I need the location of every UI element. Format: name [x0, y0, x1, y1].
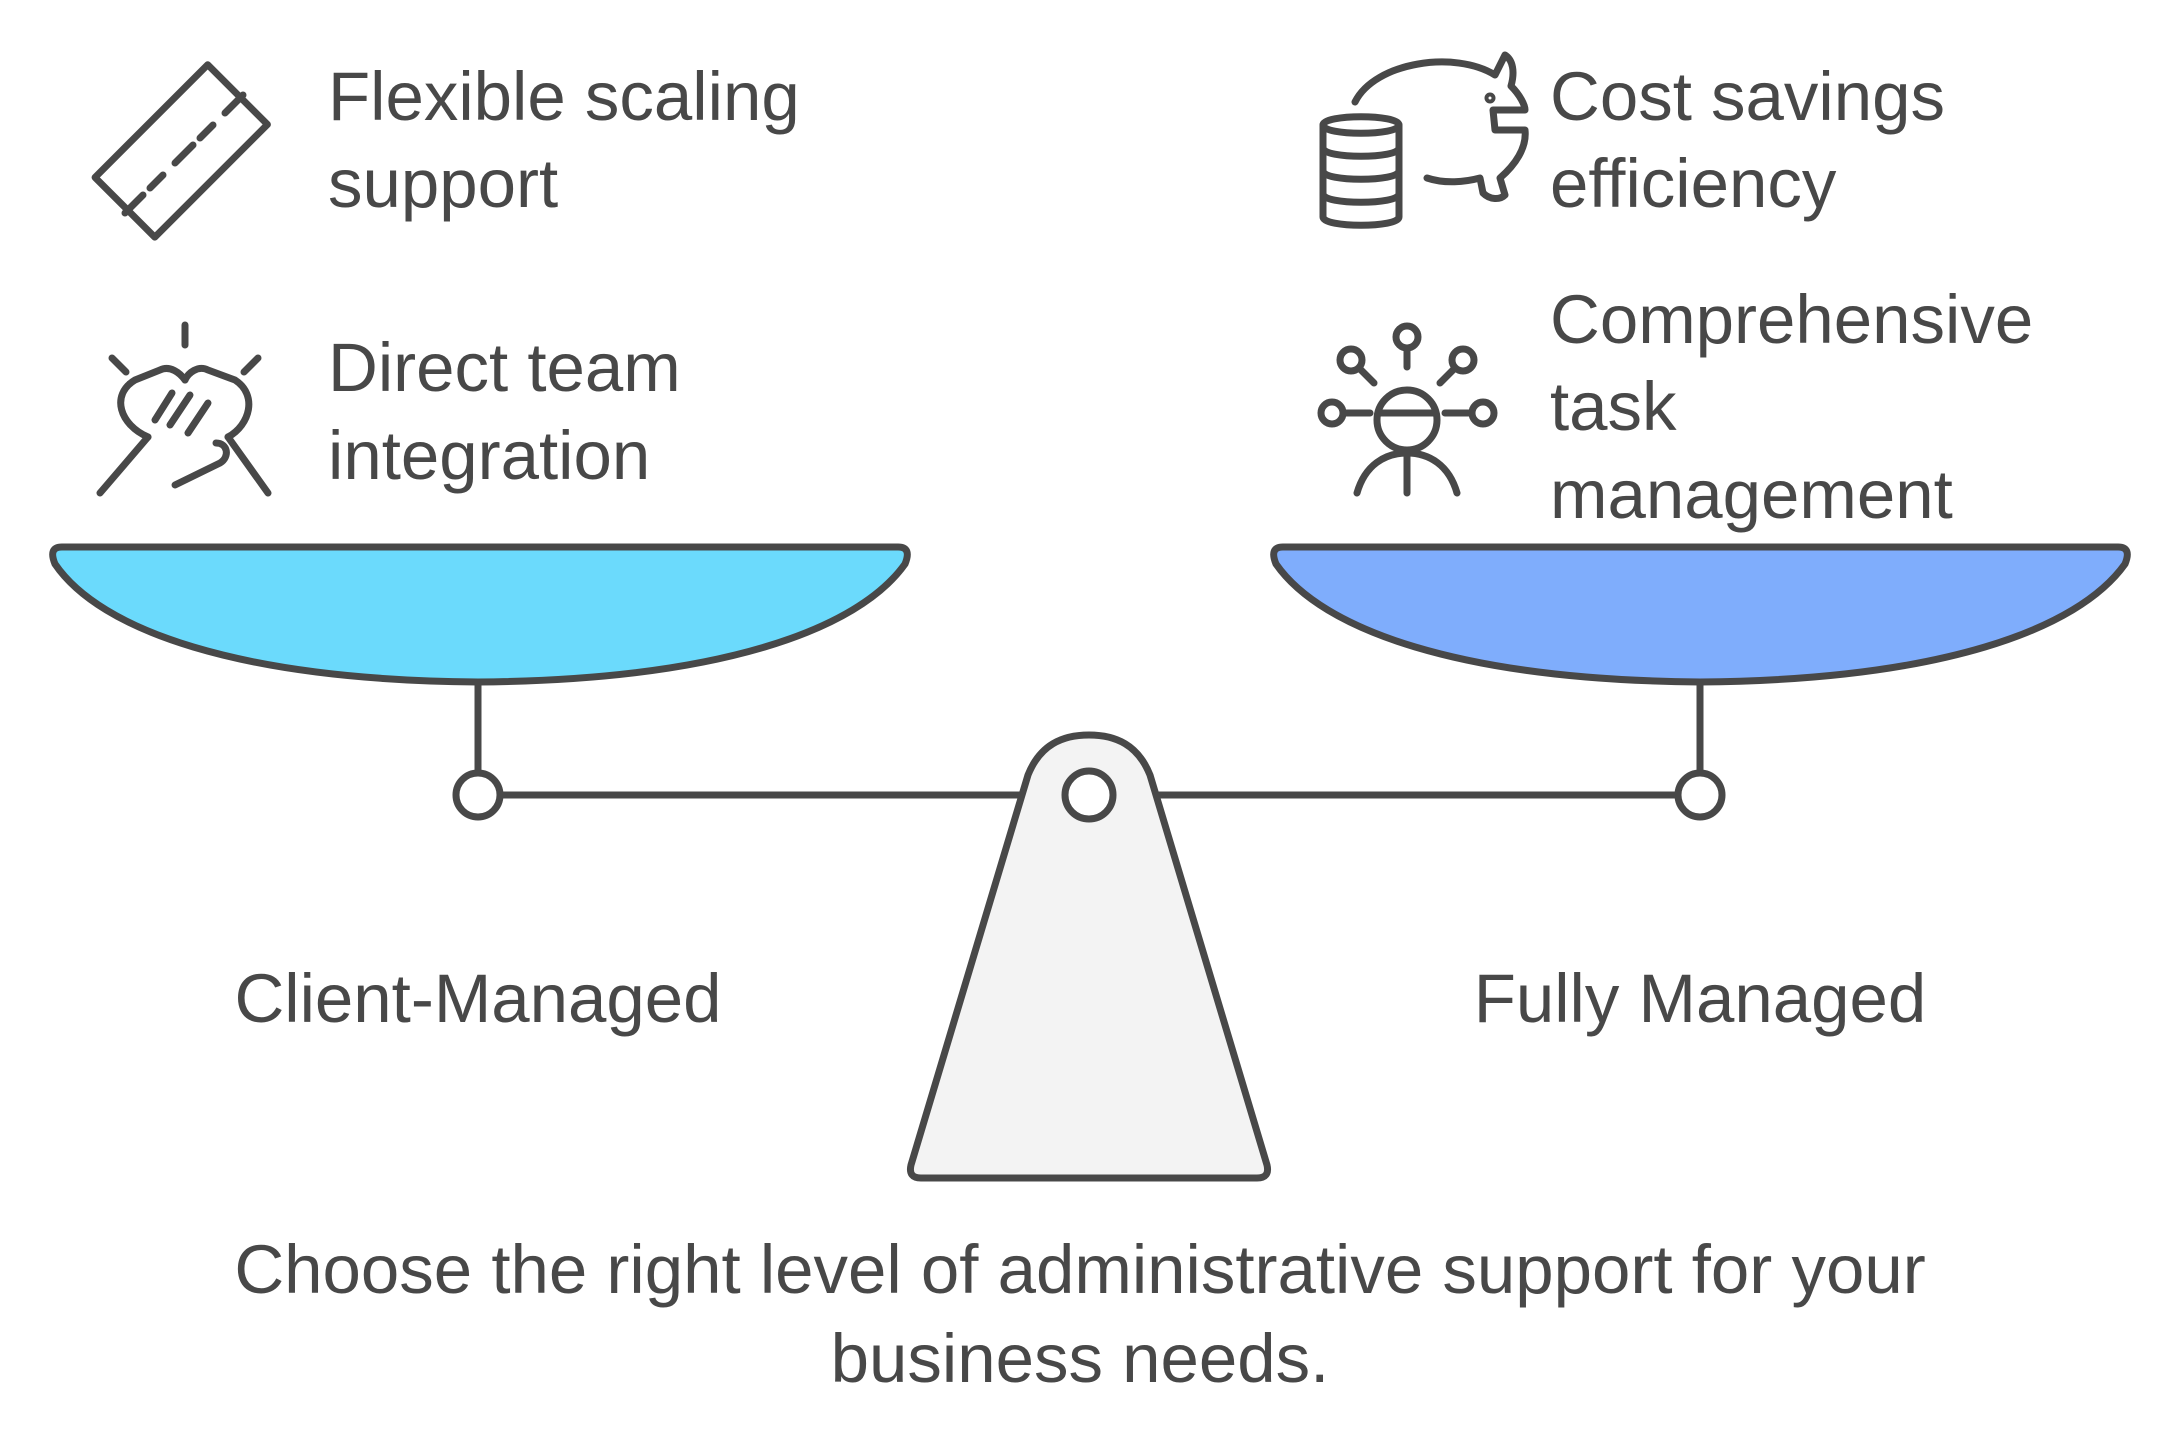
- right-pivot: [1674, 769, 1726, 821]
- left-pan: [49, 543, 911, 686]
- feature-text-cost-savings: Cost savings: [1550, 58, 1945, 135]
- piggy-bank-coins-icon: [1319, 51, 1529, 229]
- feature-text-comprehensive-line3: management: [1550, 456, 1953, 533]
- feature-text-direct-team-line2: integration: [328, 417, 650, 494]
- feature-text-flexible-scaling: Flexible scaling: [328, 58, 800, 135]
- caption-line2: business needs.: [831, 1320, 1330, 1397]
- center-pivot: [1061, 767, 1117, 823]
- feature-text-direct-team: Direct team: [328, 329, 681, 406]
- right-label: Fully Managed: [1474, 960, 1927, 1037]
- ruler-icon: [91, 61, 271, 241]
- feature-text-comprehensive-line2: task: [1550, 368, 1677, 445]
- handshake-icon: [96, 321, 272, 497]
- fulcrum: [907, 731, 1271, 1182]
- feature-text-flexible-scaling-line2: support: [328, 145, 558, 222]
- feature-text-cost-savings-line2: efficiency: [1550, 145, 1837, 222]
- person-network-icon: [1317, 322, 1498, 497]
- feature-text-comprehensive: Comprehensive: [1550, 281, 2033, 358]
- left-label: Client-Managed: [234, 960, 721, 1037]
- caption-line1: Choose the right level of administrative…: [234, 1231, 1925, 1308]
- right-pan: [1270, 543, 2131, 686]
- left-pivot: [452, 769, 504, 821]
